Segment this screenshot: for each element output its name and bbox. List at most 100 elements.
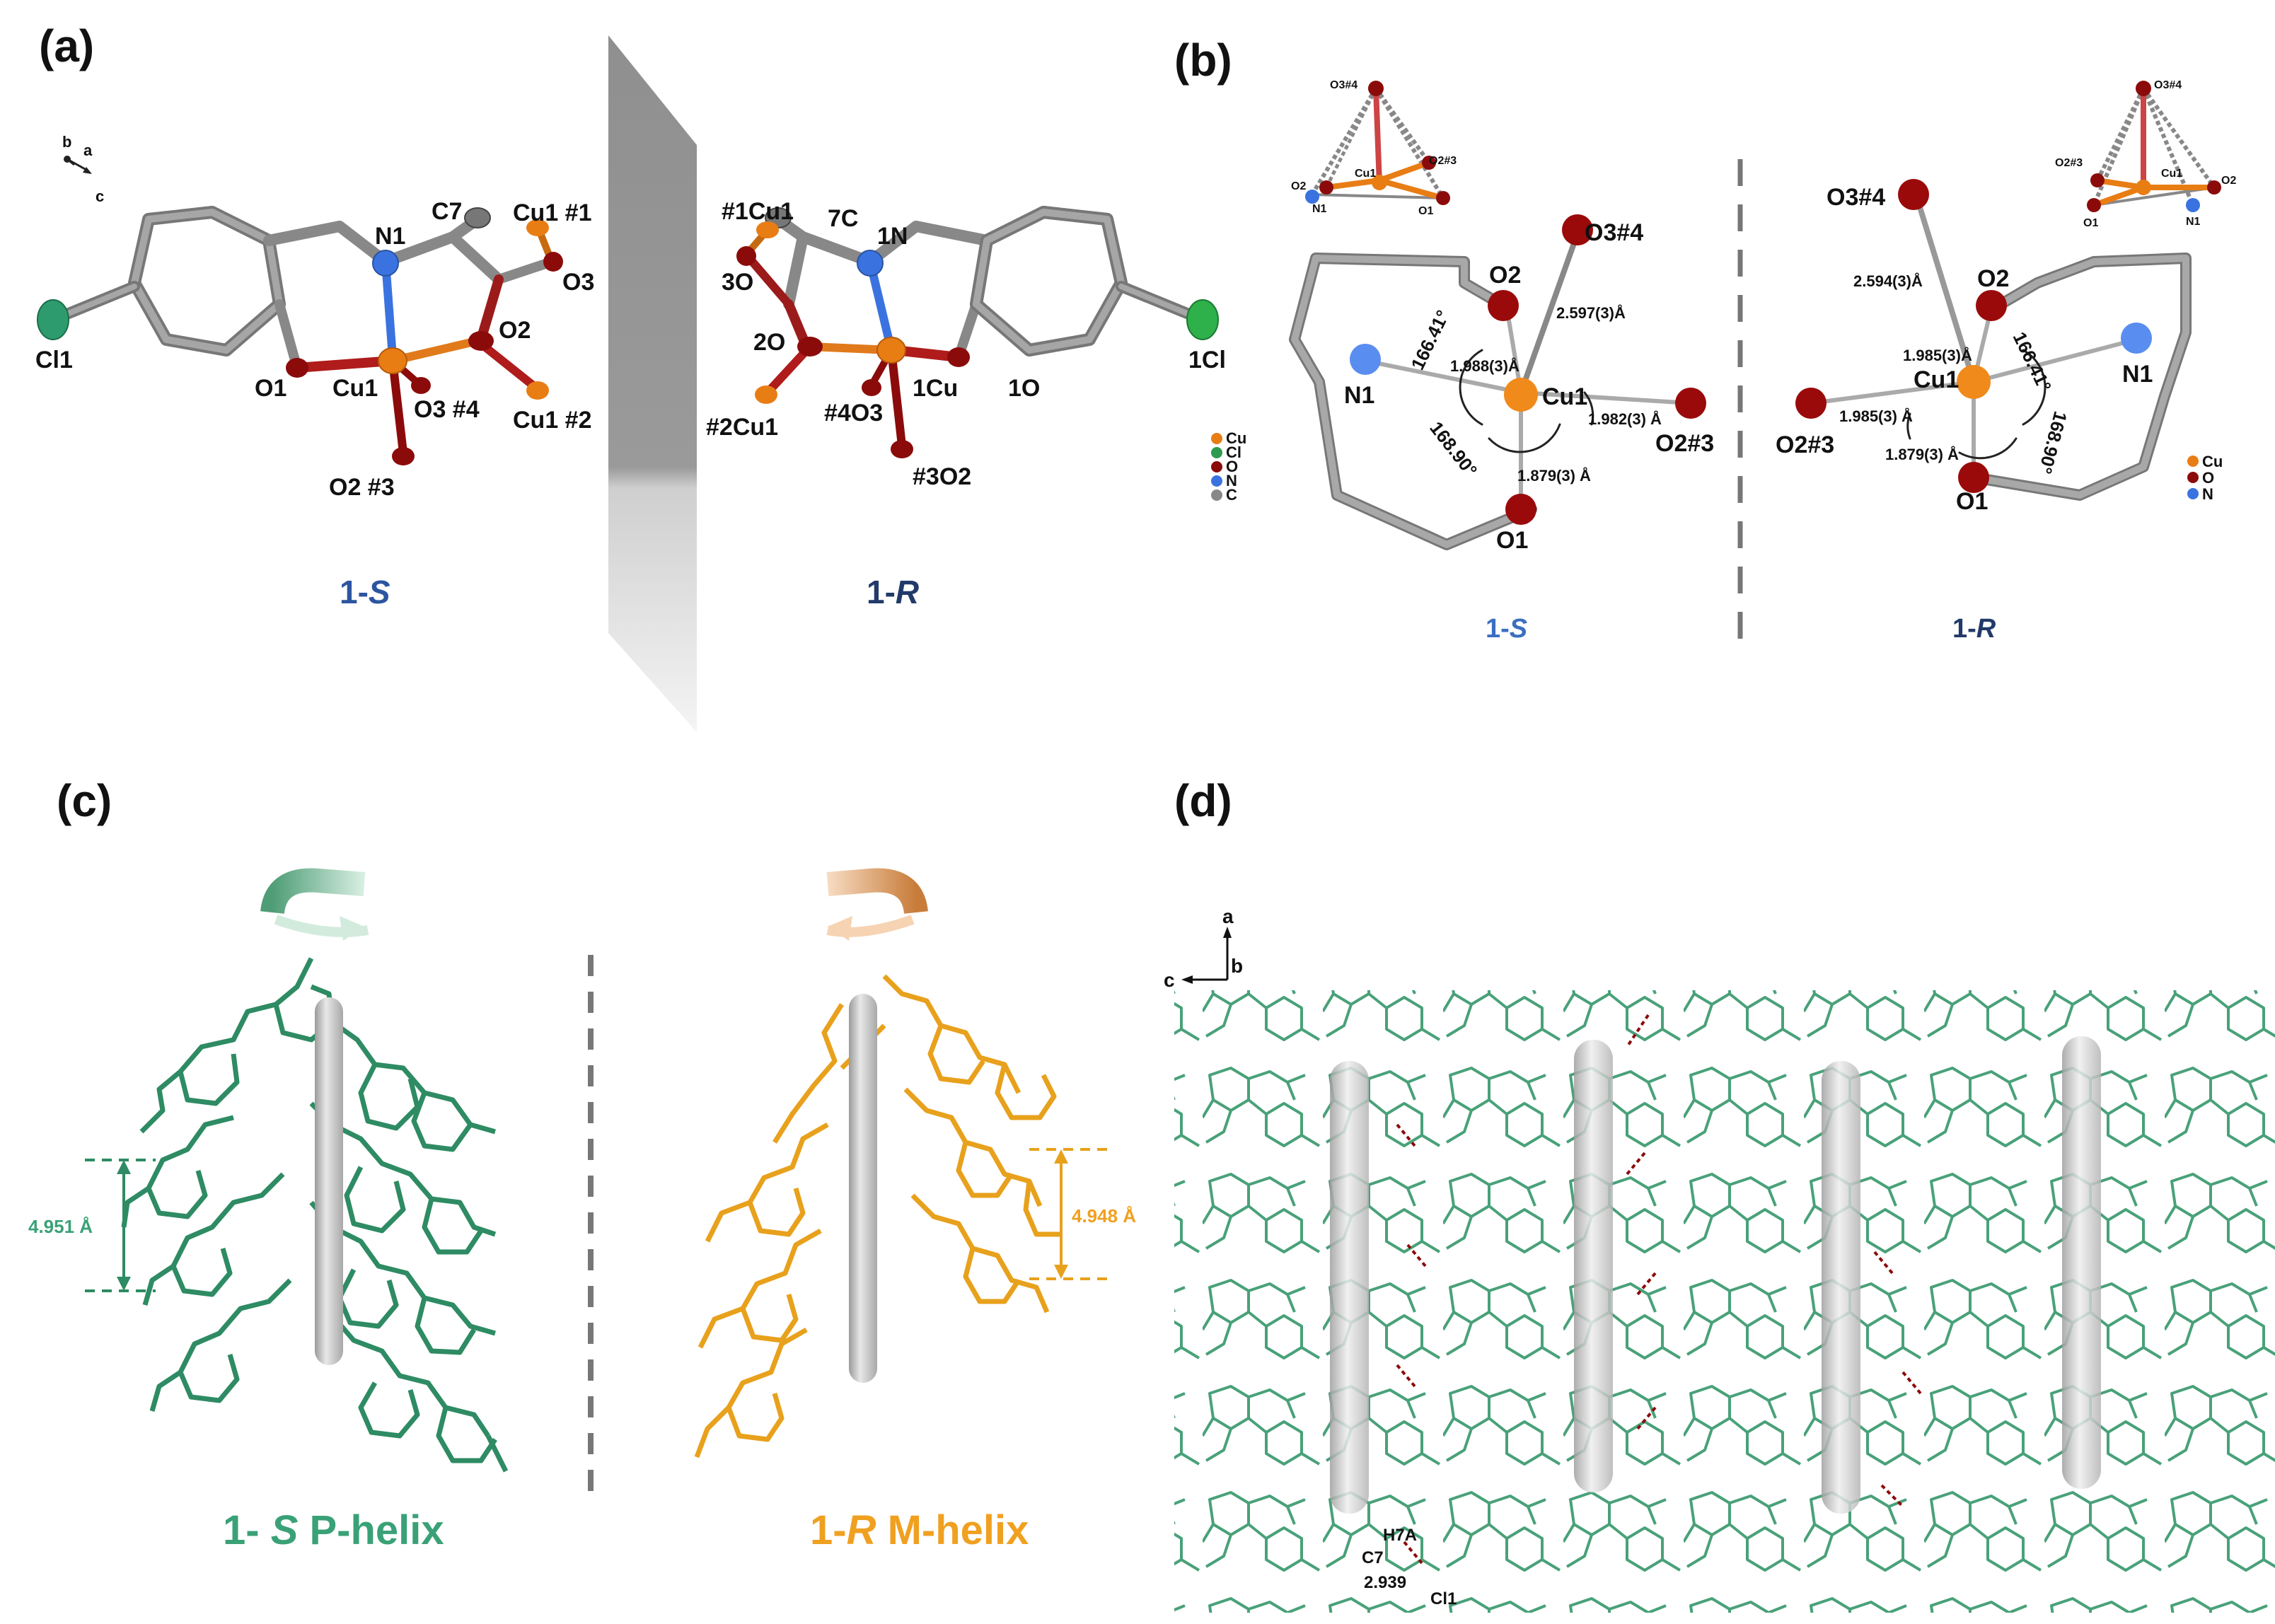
atom-label-h7a: H7A	[1383, 1526, 1417, 1545]
atom-label-cu1-2: Cu1 #2	[513, 407, 592, 434]
inset-l-o2: O2	[1291, 180, 1306, 192]
molecule-1S	[37, 206, 563, 465]
atom-label-o2-3: O2 #3	[329, 474, 395, 501]
b-l-o3: O3#4	[1585, 219, 1643, 246]
panel-a-label: (a)	[39, 21, 95, 71]
inset-r-o2b: O2	[2221, 175, 2236, 187]
b-r-cu1: Cu1	[1914, 366, 1959, 393]
b-l-n1: N1	[1344, 382, 1374, 409]
helix-rod-2	[1574, 1040, 1613, 1492]
b-l-d4: 1.879(3) Å	[1517, 466, 1591, 485]
panel-c-figure: 4.951 Å 4.948 Å	[28, 868, 1136, 1503]
axis-c: c	[95, 187, 104, 205]
contact-labels: H7A C7 2.939 Cl1	[1362, 1526, 1457, 1608]
b-r-n1: N1	[2122, 361, 2153, 388]
b-r-d1: 1.985(3)Å	[1903, 346, 1972, 364]
atom-label-cu1-1: Cu1 #1	[513, 199, 592, 226]
coordination-right-atoms	[1795, 179, 2152, 493]
panel-d-figure: a b c H7A C7 2.939 Cl1	[1164, 905, 2275, 1613]
legend-r-n: N	[2202, 485, 2213, 503]
axis-b: b	[62, 133, 71, 151]
b-r-o2: O2	[1977, 265, 2009, 292]
molecule-1R-ring	[970, 206, 1205, 356]
atom-label-r-o2-3: #3O2	[913, 463, 971, 490]
helix-axis-rod-left	[315, 997, 343, 1365]
b-r-o2b: O2#3	[1776, 431, 1834, 458]
b-r-d4: 1.879(3) Å	[1885, 445, 1959, 463]
inset-l-o3: O3#4	[1330, 79, 1358, 91]
atom-label-o3: O3	[562, 269, 594, 296]
b-l-o2b: O2#3	[1655, 430, 1714, 457]
b-r-d3: 1.985(3) Å	[1839, 407, 1913, 425]
axis-d-c: c	[1164, 969, 1175, 991]
legend-l-c: C	[1226, 486, 1237, 504]
inset-l-n: N1	[1312, 203, 1327, 215]
atom-label-r-n: 1N	[877, 223, 908, 250]
inset-r-n: N1	[2186, 216, 2201, 228]
panel-c-label: (c)	[57, 775, 112, 826]
legend-left: Cu Cl O N C	[1211, 429, 1246, 504]
inset-r-o3: O3#4	[2154, 79, 2182, 91]
atom-label-r-c7: 7C	[828, 205, 858, 232]
b-l-o2: O2	[1489, 262, 1521, 289]
legend-l-n: N	[1226, 472, 1237, 489]
atom-label-o2: O2	[499, 317, 531, 344]
b-r-o3: O3#4	[1827, 184, 1885, 211]
panel-b-label: (b)	[1174, 35, 1232, 86]
caption-b-1S: 1-S	[1486, 614, 1528, 644]
legend-l-o: O	[1226, 458, 1238, 475]
legend-right: Cu O N	[2187, 453, 2223, 503]
b-l-angle1: 166.41°	[1406, 307, 1453, 373]
helix-axis-rod-right	[849, 994, 877, 1383]
inset-pyramid-right: O3#4 O2#3 O2 O1 Cu1 N1	[2055, 79, 2236, 229]
legend-l-cl: Cl	[1226, 443, 1241, 461]
pitch-marker-orange: 4.948 Å	[1029, 1148, 1136, 1280]
coordination-left-atoms	[1350, 214, 1706, 525]
atom-label-r-cl: 1Cl	[1188, 347, 1226, 373]
caption-a-1R: 1-R	[867, 574, 920, 610]
rotation-arrow-green	[260, 868, 369, 941]
atom-label-o1: O1	[255, 375, 286, 402]
panel-b-figure: O3#4 O2 O2#3 N1 Cu1 O1 O3#4 O2 N1 Cu1 O2…	[1211, 79, 2236, 644]
contact-distance: 2.939	[1364, 1573, 1406, 1592]
atom-label-r-o3: 3O	[722, 269, 753, 296]
atom-label-r-cu1-2: #2Cu1	[706, 414, 778, 441]
b-l-cu1: Cu1	[1542, 383, 1587, 410]
molecule-1S-labels: Cl1 N1 C7 Cu1 #1 O3 O2 O1 Cu1 O3 #4 Cu1 …	[35, 198, 594, 501]
helix-rod-4	[2062, 1036, 2101, 1489]
hydrogen-bond-contacts	[1396, 1014, 1922, 1565]
inset-l-o2b: O2#3	[1429, 155, 1457, 167]
panel-a-figure-right: #1Cu1 7C 1N 3O 2O 1Cu 1O 1Cl #2Cu1 #4O3 …	[706, 198, 1226, 490]
b-r-o1: O1	[1956, 488, 1988, 515]
atom-label-c7-d: C7	[1362, 1548, 1384, 1567]
b-r-d2: 2.594(3)Å	[1853, 272, 1923, 290]
caption-c-left: 1- S P-helix	[223, 1507, 444, 1553]
atom-label-r-cu: 1Cu	[913, 375, 958, 402]
axis-indicator: b a c	[62, 133, 104, 205]
b-l-d2: 2.597(3)Å	[1556, 303, 1626, 322]
atom-label-r-cu1-1: #1Cu1	[722, 198, 794, 225]
helix-orange	[694, 974, 1061, 1458]
panel-d-label: (d)	[1174, 775, 1232, 826]
caption-a-1S: 1-S	[340, 574, 390, 610]
inset-r-o2a: O2#3	[2055, 157, 2083, 169]
legend-r-cu: Cu	[2202, 453, 2223, 470]
inset-r-cu: Cu1	[2161, 168, 2182, 180]
legend-r-o: O	[2202, 469, 2214, 487]
atom-label-cl1: Cl1	[35, 347, 73, 373]
axis-a: a	[83, 141, 93, 159]
caption-c-right: 1-R M-helix	[810, 1507, 1029, 1553]
pitch-label-green: 4.951 Å	[28, 1216, 93, 1237]
helix-rod-3	[1822, 1061, 1860, 1514]
molecule-1R-labels: #1Cu1 7C 1N 3O 2O 1Cu 1O 1Cl #2Cu1 #4O3 …	[706, 198, 1226, 490]
legend-l-cu: Cu	[1226, 429, 1246, 447]
rotation-arrow-orange	[826, 868, 928, 941]
atom-label-o3-4: O3 #4	[414, 396, 480, 423]
atom-label-r-o2: 2O	[753, 329, 785, 356]
b-l-angle2: 168.90°	[1425, 417, 1481, 480]
panel-a-figure: b a c	[35, 35, 1146, 732]
atom-label-r-o1: 1O	[1008, 375, 1040, 402]
atom-label-c7: C7	[432, 198, 462, 225]
caption-b-1R: 1-R	[1952, 614, 1996, 644]
axis-indicator-d: a b c	[1164, 905, 1243, 991]
